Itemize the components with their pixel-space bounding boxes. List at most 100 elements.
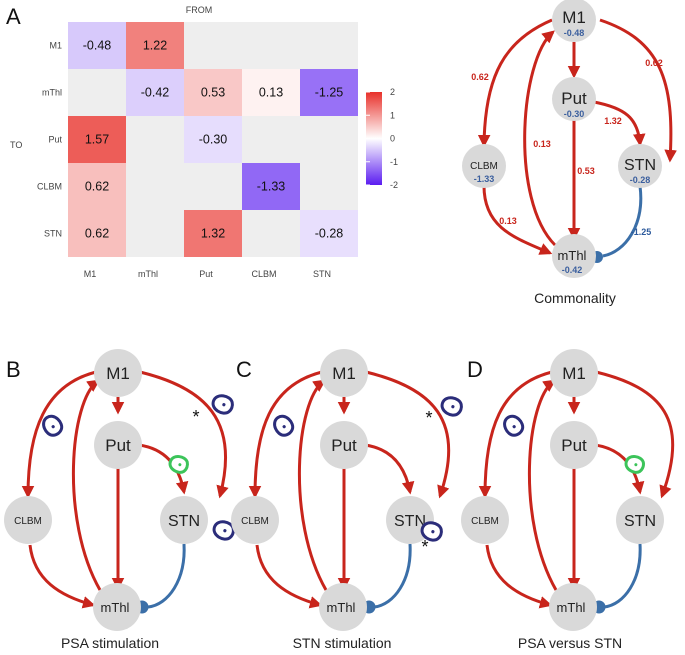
colorbar-tick-label: 1: [390, 110, 395, 120]
node-clbm-label: CLBM: [14, 516, 42, 527]
node-m1: [94, 349, 142, 397]
heatmap-cell: [300, 210, 358, 257]
heatmap-cell: [126, 210, 184, 257]
edge-label-m1-stn: 0.62: [645, 58, 663, 68]
edge-label-m1-clbm: 0.62: [471, 72, 489, 82]
edge-label-mthl-m1: 0.13: [533, 139, 551, 149]
node-mthl-label: mThl: [327, 600, 356, 615]
heatmap-cell-value: 0.13: [259, 86, 283, 100]
heatmap-cell: [68, 22, 126, 69]
heatmap-from-label: FROM: [186, 5, 213, 15]
node-clbm-label: CLBM: [241, 516, 269, 527]
edge-label-put-stn: 1.32: [604, 116, 622, 126]
heatmap-cell-value: -0.30: [199, 133, 228, 147]
edge-stn-mthl: [373, 543, 412, 609]
modulation-marker: [42, 414, 64, 437]
significance-star: *: [192, 407, 199, 427]
heatmap-cell-value: 1.22: [143, 39, 167, 53]
edge-m1-stn: [139, 370, 229, 499]
panel-label-c: C: [236, 357, 252, 382]
heatmap-cell: [68, 210, 126, 257]
edge-m1-clbm: [21, 370, 97, 499]
node-stn: [616, 496, 664, 544]
node-m1-label: M1: [562, 8, 586, 27]
node-stn-label: STN: [394, 513, 426, 530]
node-put-label: Put: [105, 436, 131, 455]
caption-commonality: Commonality: [534, 290, 616, 306]
node-put: [552, 77, 596, 121]
node-m1-value: -0.48: [564, 28, 585, 38]
heatmap-cell: [242, 163, 300, 210]
node-m1: [552, 0, 596, 42]
edge-m1-clbm: [478, 370, 553, 499]
node-m1-label: M1: [332, 364, 356, 383]
panel-label-d: D: [467, 357, 483, 382]
node-put: [550, 421, 598, 469]
node-clbm: [462, 144, 506, 188]
edge-put-stn: [138, 443, 189, 495]
heatmap-cell: [184, 69, 242, 116]
heatmap-cell: [242, 210, 300, 257]
heatmap-x-tick: M1: [84, 269, 97, 279]
heatmap-colorbar: 210-1-2: [366, 87, 398, 190]
heatmap-cell: [300, 116, 358, 163]
node-put: [94, 421, 142, 469]
heatmap-cell-value: 0.53: [201, 86, 225, 100]
node-stn: [618, 144, 662, 188]
heatmap-cell: [68, 69, 126, 116]
heatmap-y-tick: CLBM: [37, 182, 62, 192]
node-stn-label: STN: [624, 157, 656, 174]
modulation-marker: [503, 414, 525, 437]
edge-stn-mthl: [147, 543, 186, 609]
modulation-marker: [420, 521, 443, 542]
heatmap-cell: [184, 163, 242, 210]
edge-put-stn: [594, 443, 645, 495]
heatmap-y-tick: M1: [49, 41, 62, 51]
heatmap-cell-value: -0.28: [315, 227, 344, 241]
node-mthl: [93, 583, 141, 631]
edge-clbm-mthl: [482, 185, 553, 255]
heatmap-cell-value: -1.33: [257, 180, 286, 194]
caption-c: STN stimulation: [293, 635, 392, 651]
node-mthl-label: mThl: [101, 600, 130, 615]
node-put-label: Put: [561, 436, 587, 455]
colorbar-ticks: 210-1-2: [366, 87, 398, 190]
modulation-marker: [212, 520, 235, 541]
edge-m1-stn: [595, 370, 675, 499]
heatmap-y-tick: mThl: [42, 88, 62, 98]
node-clbm-label: CLBM: [471, 516, 499, 527]
commonality-graph: M1 -0.48 Put -0.30 CLBM -1.33 STN -0.28 …: [462, 0, 677, 306]
heatmap-cell: [126, 22, 184, 69]
edge-m1-stn: [599, 18, 677, 163]
heatmap-x-tick: mThl: [138, 269, 158, 279]
colorbar-tick-label: 0: [390, 134, 395, 144]
panel-b: B M1 Put CLBM STN mThl *: [4, 349, 235, 651]
heatmap-cell: [184, 22, 242, 69]
caption-d: PSA versus STN: [518, 635, 622, 651]
edge-mthl-m1: [523, 30, 557, 247]
node-put-label: Put: [561, 89, 587, 108]
heatmap-cell: [126, 116, 184, 163]
edge-clbm-mthl: [255, 544, 323, 609]
colorbar-tick-label: 2: [390, 87, 395, 97]
node-mthl-label: mThl: [557, 600, 586, 615]
heatmap-cell: [300, 163, 358, 210]
edge-mthl-m1: [72, 379, 102, 591]
heatmap-y-tick: STN: [44, 229, 62, 239]
edge-put-stn: [364, 443, 415, 495]
heatmap-cell: [68, 116, 126, 163]
node-mthl: [319, 583, 367, 631]
modulation-marker-green: [168, 455, 189, 474]
heatmap-cell: [242, 22, 300, 69]
significance-star: *: [425, 408, 432, 428]
heatmap-cell-value: -0.48: [83, 39, 112, 53]
heatmap-cell-value: 0.62: [85, 180, 109, 194]
heatmap-cell-value: 1.57: [85, 133, 109, 147]
node-mthl-label: mThl: [558, 248, 587, 263]
node-clbm: [461, 496, 509, 544]
